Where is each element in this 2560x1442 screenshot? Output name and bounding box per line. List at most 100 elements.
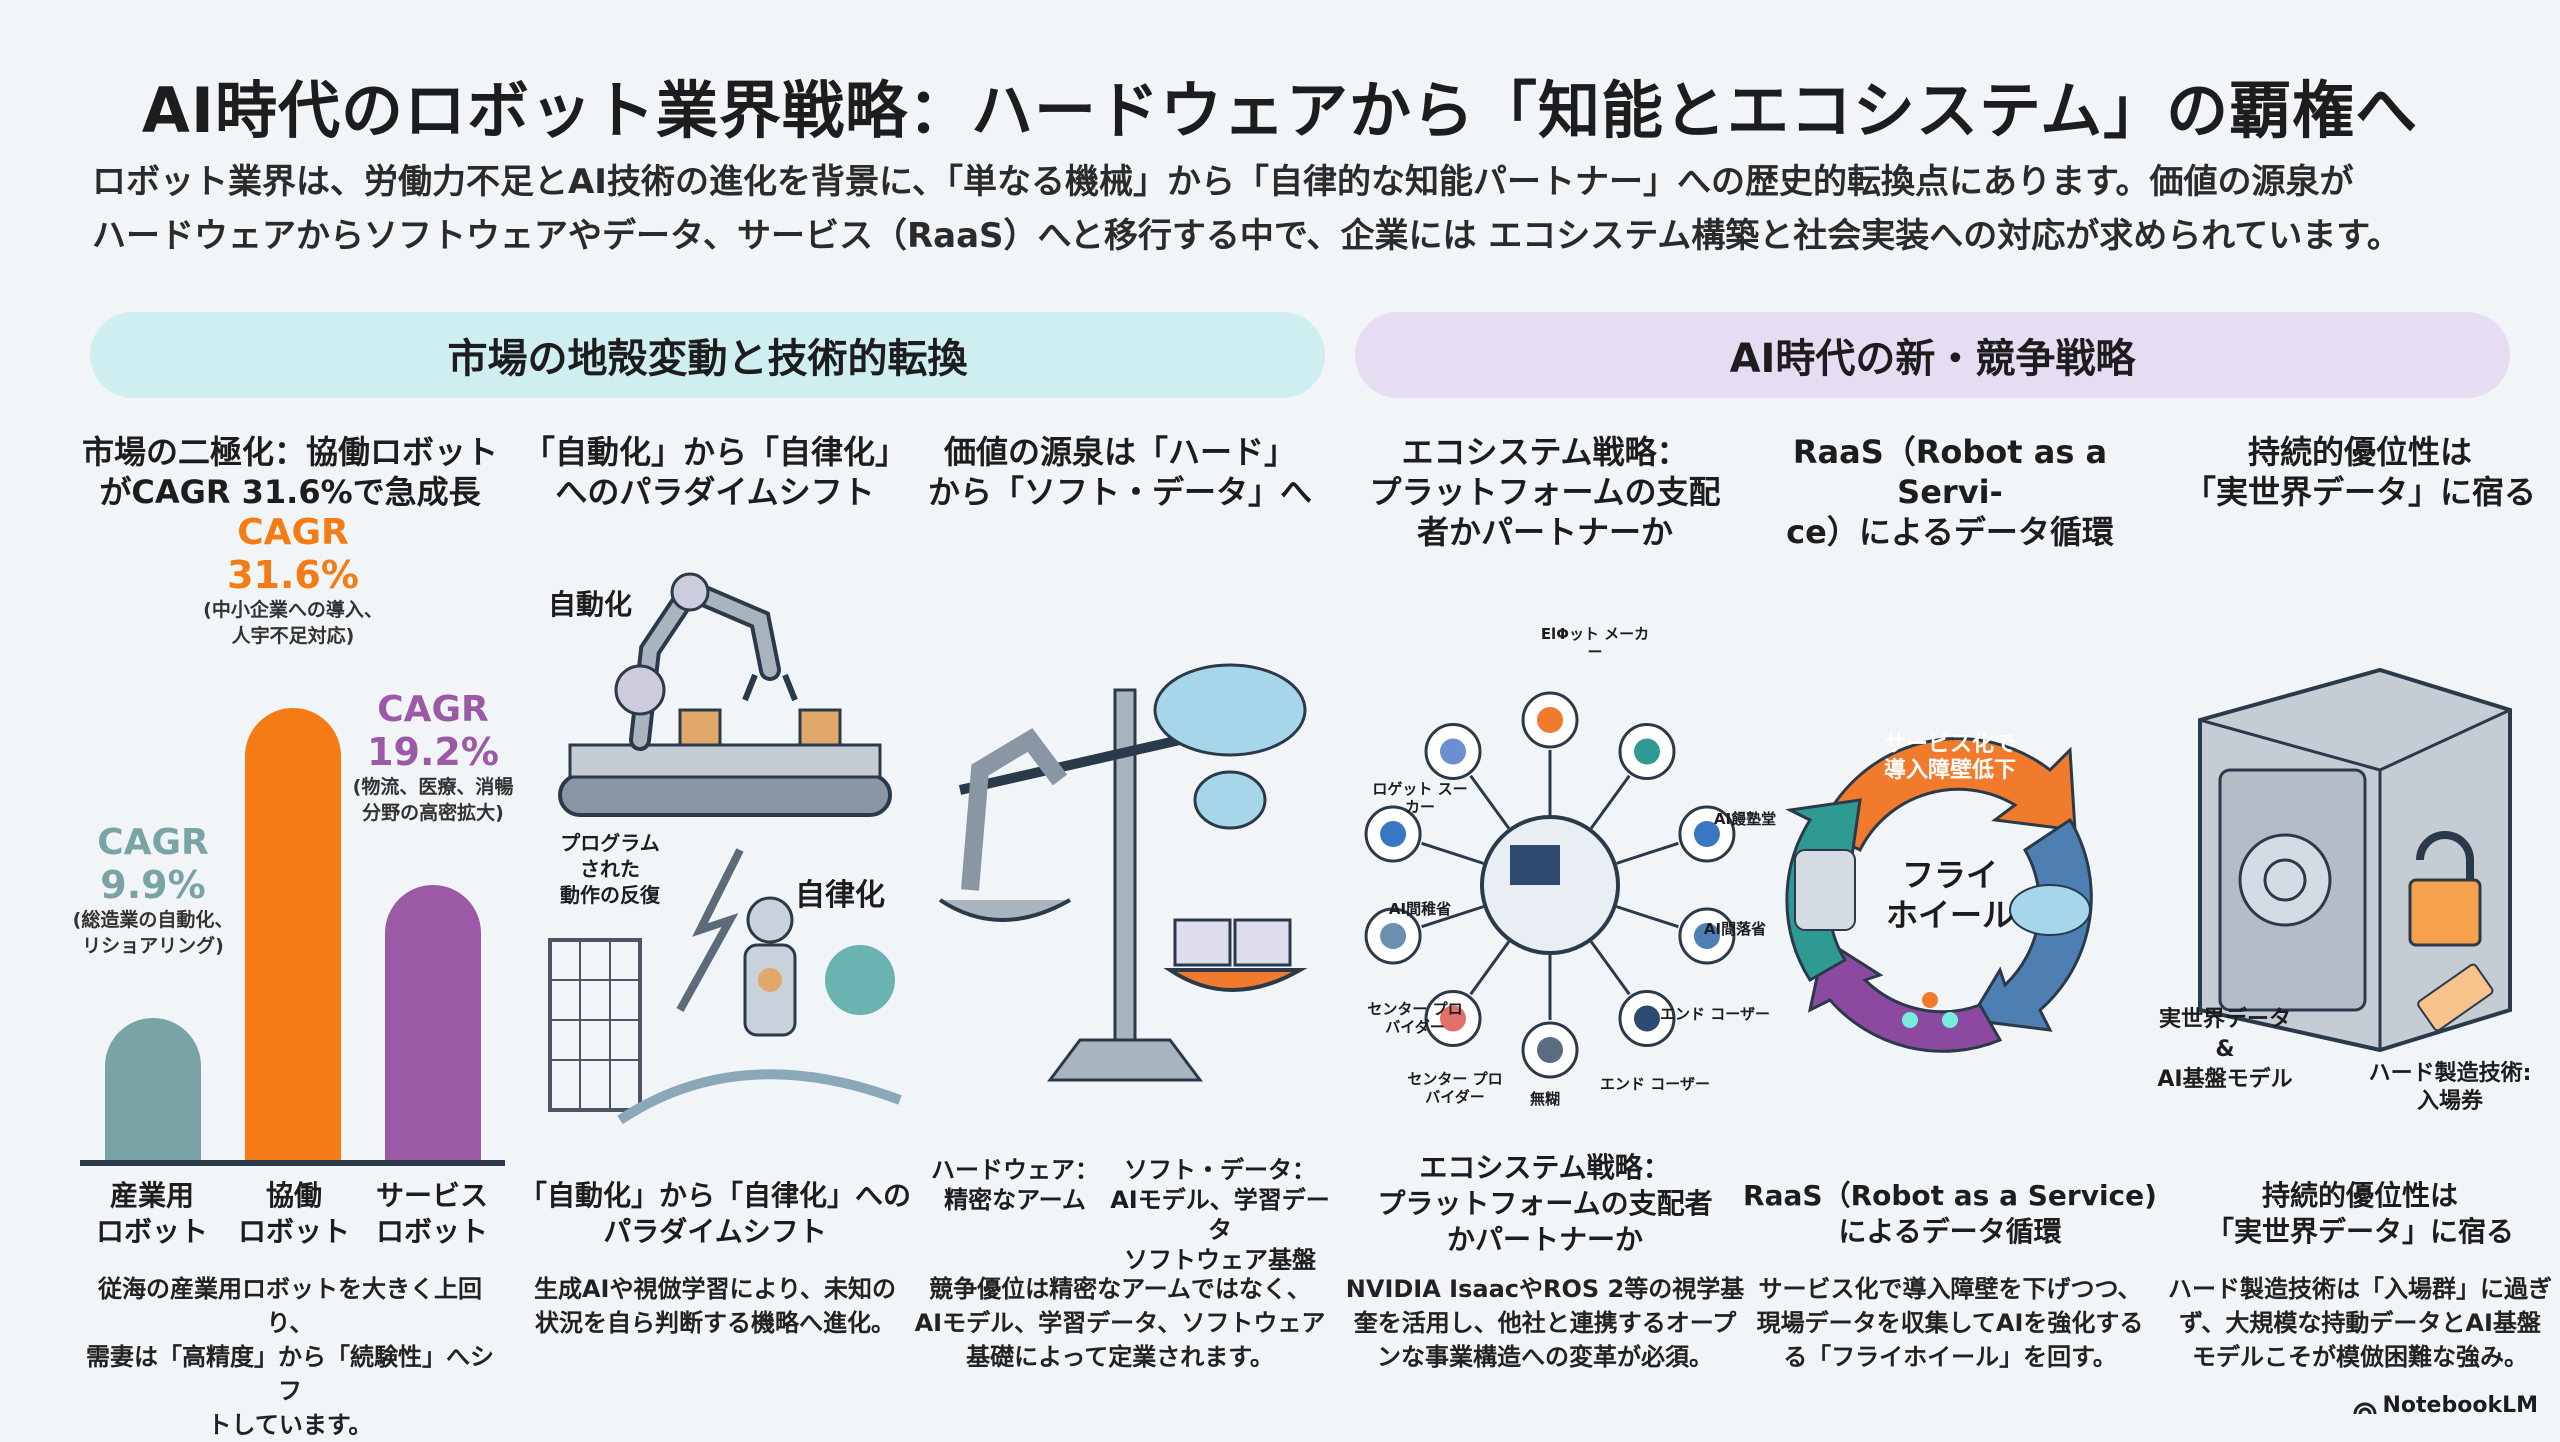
connector-arrow — [1616, 841, 1679, 865]
column-description: 競争優位は精密なアームではなく、AIモデル、学習データ、ソフトウェア基礎によって… — [910, 1272, 1330, 1374]
heading-line: へのパラダイムシフト — [555, 473, 875, 511]
label-line: プログラム — [560, 831, 660, 855]
category-line: ロボット — [95, 1215, 208, 1248]
data-advantage-caption: 持続的優位性は「実世界データ」に宿る — [2150, 1178, 2560, 1250]
category-line: サービス — [375, 1179, 488, 1212]
cagr-text: CAGR — [97, 822, 209, 864]
bar-category-label: 協働ロボット — [194, 1178, 394, 1250]
heading-line: ce）によるデータ循環 — [1786, 513, 2114, 551]
caption-line: プラットフォームの支配者 — [1377, 1187, 1713, 1220]
column-heading: 「自動化」から「自律化」へのパラダイムシフト — [505, 432, 925, 512]
column-heading: エコシステム戦略：プラットフォームの支配者かパートナーか — [1335, 432, 1755, 552]
autonomy-label: 自律化 — [795, 878, 885, 913]
label-line: フライ — [1901, 856, 1998, 894]
section-header-strategy: AI時代の新・競争戦略 — [1355, 312, 2510, 398]
note-line: (物流、医療、消暢 — [352, 776, 514, 799]
hardware-caption: ハードウェア：精密なアーム — [915, 1155, 1115, 1215]
caption-line: 持続的優位性は — [2261, 1179, 2458, 1212]
heading-line: 価値の源泉は「ハード」 — [943, 433, 1296, 471]
label-line: サービス化で — [1883, 732, 2016, 757]
category-line: 協働 — [265, 1179, 322, 1212]
note-line: 分野の高密拡大) — [362, 802, 504, 825]
cagr-text: CAGR — [237, 512, 349, 553]
paradigm-caption: 「自動化」から「自律化」へのパラダイムシフト — [505, 1178, 925, 1250]
desc-line: NVIDIA IsaacやROS 2等の視学基 — [1345, 1275, 1745, 1303]
partner-logo-icon — [1380, 922, 1407, 949]
label-line: & — [2215, 1037, 2235, 1062]
desc-line: ハード製造技術は「入場群」に過ぎ — [2168, 1275, 2552, 1303]
label-line: された — [580, 857, 640, 881]
ecosystem-caption: エコシステム戦略：プラットフォームの支配者かパートナーか — [1335, 1150, 1755, 1258]
cagr-note: (中小企業への導入、人宇不足対応) — [193, 597, 393, 649]
real-world-data-label: 実世界データ & AI基盤モデル — [2140, 1005, 2310, 1095]
notebooklm-brand: NotebookLM — [2353, 1393, 2538, 1418]
desc-line: 奎を活用し、他社と連携するオープ — [1353, 1309, 1737, 1337]
connector-arrow — [1616, 905, 1679, 929]
partner-logo-icon — [1380, 821, 1407, 848]
cagr-value: 9.9% — [100, 863, 206, 908]
category-line: ロボット — [237, 1215, 350, 1248]
ecosystem-node-label: センター プロバイダー — [1367, 1000, 1463, 1036]
intro-text: ロボット業界は、労働力不足とAI技術の進化を背景に、「単なる機械」から「自律的な… — [92, 155, 2512, 263]
bar-0 — [105, 1018, 201, 1160]
ecosystem-node-label: エンド コーザー — [1600, 1075, 1710, 1093]
connector-arrow — [1589, 774, 1631, 830]
heading-line: 者かパートナーか — [1416, 513, 1673, 551]
label-line: AI基盤モデル — [2157, 1067, 2293, 1092]
code-screen-icon — [1510, 845, 1560, 885]
label-line: ソフトウェア基盤 — [1124, 1246, 1316, 1274]
label-line: 実世界データ — [2158, 1007, 2291, 1032]
column-heading: 市場の二極化：協働ロボットがCAGR 31.6%で急成長 — [80, 432, 500, 512]
chart-baseline — [80, 1160, 505, 1166]
label-line: ホイール — [1885, 896, 2014, 934]
label-line: ハードウェア： — [931, 1156, 1099, 1184]
note-line: 人宇不足対応) — [231, 625, 355, 647]
desc-line: る「フライホイール」を回す。 — [1783, 1343, 2117, 1371]
desc-line: AIモデル、学習データ、ソフトウェア — [914, 1309, 1326, 1337]
label-line: ソフト・データ： — [1124, 1156, 1316, 1184]
bar-2 — [385, 885, 481, 1160]
caption-line: RaaS（Robot as a Service) — [1743, 1179, 2157, 1212]
ecosystem-node-label: センター プロバイダー — [1407, 1070, 1503, 1106]
ecosystem-node-label: AI饅塾堂 — [1713, 810, 1777, 828]
raas-flywheel-diagram — [1785, 737, 2093, 1053]
label-line: AIモデル、学習データ — [1110, 1186, 1330, 1244]
cagr-note: (総造業の自動化、リショアリング) — [53, 907, 253, 959]
desc-line: 現場データを収集してAIを強化する — [1756, 1309, 2144, 1337]
section-header-market: 市場の地殻変動と技術的転換 — [90, 312, 1325, 398]
label-line: ハード製造技術: — [2368, 1061, 2532, 1086]
column-description: ハード製造技術は「入場群」に過ぎず、大規模な持動データとAI基盤モデルこそが模倣… — [2150, 1272, 2560, 1374]
ecosystem-node-label: AI間稚省 — [1388, 900, 1452, 918]
cagr-text: CAGR — [377, 689, 489, 731]
connector-arrow — [1469, 940, 1511, 996]
desc-line: 基礎によって定業されます。 — [966, 1343, 1274, 1371]
column-description: 生成AIや視倣学習により、未知の状況を自ら判断する機略へ進化。 — [505, 1272, 925, 1340]
brand-name: NotebookLM — [2382, 1393, 2538, 1418]
partner-logo-icon — [1537, 707, 1563, 733]
caption-line: パラダイムシフト — [603, 1215, 827, 1248]
ecosystem-network-diagram — [1364, 691, 1736, 1079]
heading-line: 「自動化」から「自律化」 — [522, 433, 907, 471]
note-line: (中小企業への導入、 — [203, 599, 383, 621]
desc-line: 生成AIや視倣学習により、未知の — [533, 1275, 897, 1303]
partner-logo-icon — [1633, 738, 1660, 765]
page-title: AI時代のロボット業界戦略：ハードウェアから「知能とエコシステム」の覇権へ — [141, 74, 2419, 147]
intro-line: ロボット業界は、労働力不足とAI技術の進化を背景に、「単なる機械」から「自律的な… — [92, 162, 2354, 202]
label-line: 入場券 — [2416, 1089, 2483, 1114]
caption-line: 「実世界データ」に宿る — [2205, 1215, 2514, 1248]
caption-line: エコシステム戦略： — [1419, 1151, 1671, 1184]
heading-line: 市場の二極化：協働ロボット — [81, 433, 498, 471]
ecosystem-node-label: AI間落省 — [1703, 920, 1767, 938]
notebooklm-logo-icon — [2353, 1402, 2377, 1414]
desc-line: トしています。 — [207, 1411, 373, 1439]
label-line: 精密なアーム — [944, 1186, 1086, 1214]
ticket-label: ハード製造技術: 入場券 — [2350, 1060, 2550, 1116]
bar-category-label: 産業用ロボット — [52, 1178, 252, 1250]
column-heading: 持続的優位性は「実世界データ」に宿る — [2150, 432, 2560, 512]
desc-line: 状況を自ら判断する機略へ進化。 — [535, 1309, 895, 1337]
flywheel-arrow-label: サービス化で導入障壁低下 — [1850, 732, 2050, 784]
caption-line: かパートナーか — [1446, 1223, 1643, 1256]
desc-line: 従海の産業用ロボットを大きく上回り、 — [98, 1275, 482, 1337]
